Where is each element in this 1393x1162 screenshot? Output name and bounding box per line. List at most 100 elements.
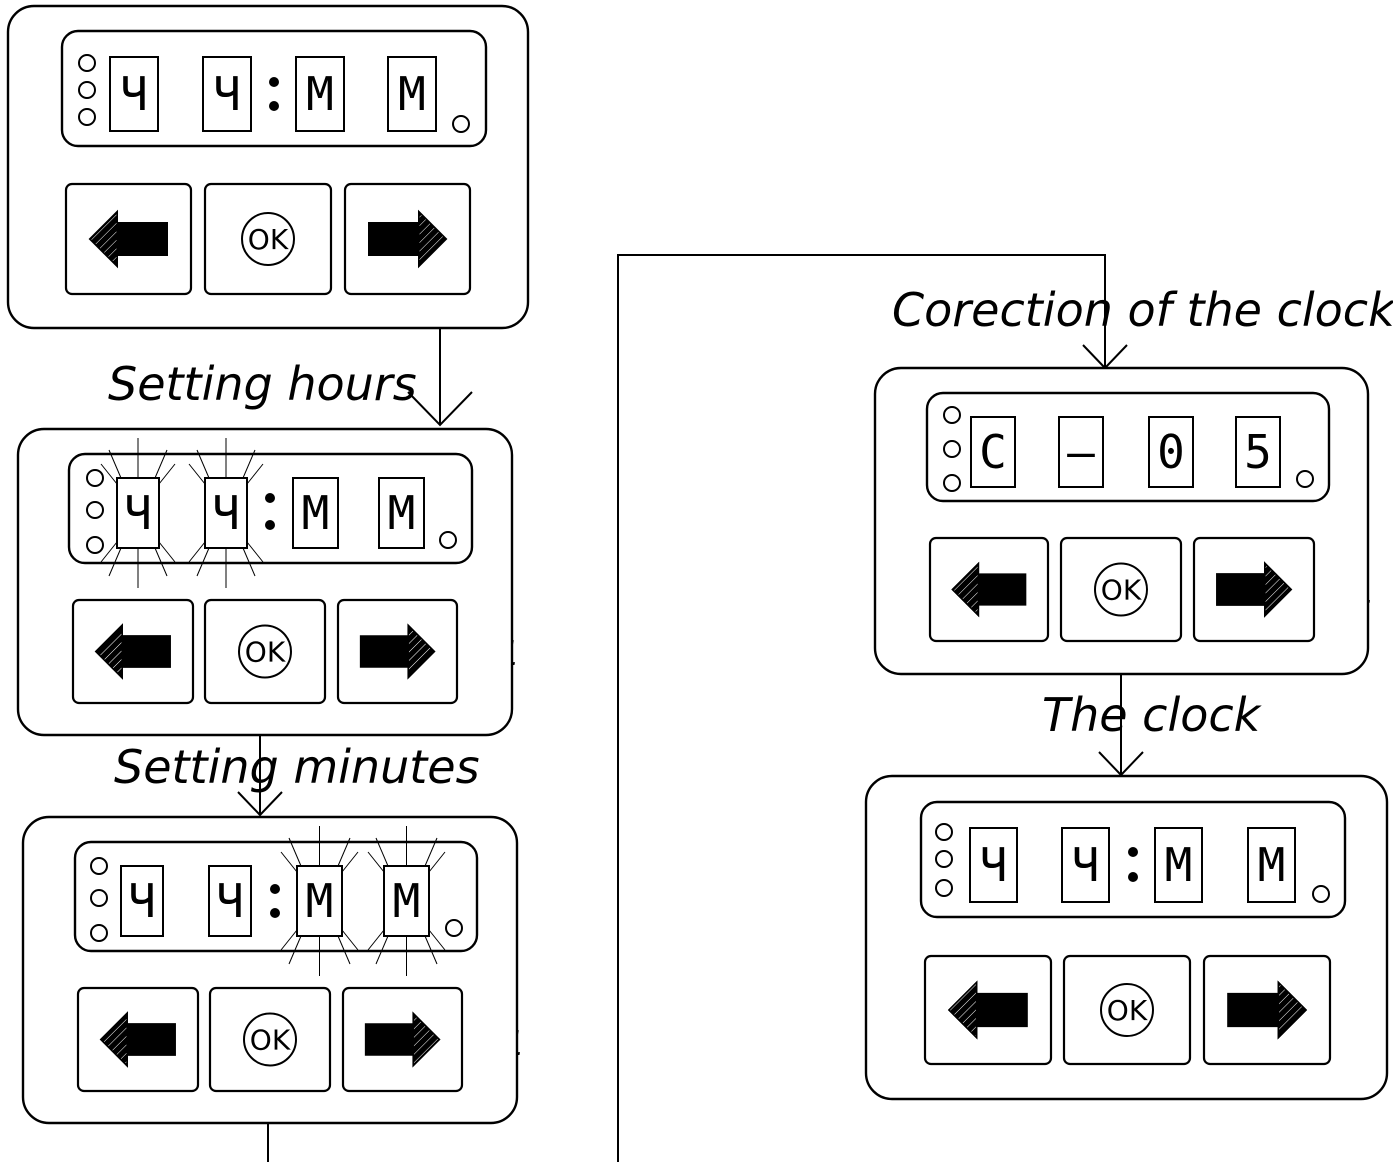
indicator-led-icon: [78, 81, 96, 99]
digit-value: M: [1258, 838, 1286, 892]
ok-circle-icon: [238, 624, 292, 679]
digit-value: Ч: [212, 486, 240, 540]
ok-label: OK: [248, 223, 289, 256]
blink-ray: [154, 449, 168, 479]
blink-ray: [337, 837, 351, 867]
indicator-led-icon: [943, 474, 961, 492]
indicator-led-icon: [943, 440, 961, 458]
plus-button[interactable]: [343, 182, 472, 296]
display-window: [67, 452, 474, 565]
ok-button[interactable]: OK: [1062, 954, 1192, 1066]
arrow-head-hatch: [1277, 980, 1308, 1040]
blink-ray: [337, 935, 351, 965]
colon-dot-icon: [270, 884, 280, 894]
arrow-head-hatch: [99, 1011, 128, 1068]
arrow-head-hatch: [407, 623, 436, 680]
digit-value: Ч: [124, 486, 152, 540]
ok-button[interactable]: OK: [203, 182, 333, 296]
ok-label: OK: [1107, 994, 1148, 1027]
digit-cell: [1235, 416, 1281, 488]
blink-ray: [375, 935, 389, 965]
digit-cell: [1061, 827, 1110, 903]
blink-ray: [196, 449, 210, 479]
digit-cell: [970, 416, 1016, 488]
colon-dot-icon: [269, 101, 279, 111]
minus-button[interactable]: [923, 954, 1053, 1066]
blink-ray: [108, 547, 122, 577]
colon-dot-icon: [265, 520, 275, 530]
blink-ray: [188, 463, 206, 485]
blink-ray: [367, 929, 385, 951]
indicator-led-icon: [86, 536, 104, 554]
ok-button[interactable]: OK: [1059, 536, 1183, 643]
blink-ray: [158, 541, 176, 563]
digit-value: M: [306, 874, 334, 928]
digit-cell: [383, 865, 430, 937]
indicator-led-icon: [86, 469, 104, 487]
blink-ray: [375, 837, 389, 867]
blink-ray: [100, 541, 118, 563]
digit-cell: [1058, 416, 1104, 488]
digit-cell: [387, 56, 437, 132]
plus-button[interactable]: [336, 598, 459, 705]
blink-ray: [428, 929, 446, 951]
caption-the-clock: The clock: [1042, 688, 1263, 742]
blink-ray: [242, 449, 256, 479]
blink-ray: [341, 851, 359, 873]
arrow-head-hatch: [951, 561, 980, 618]
digit-value: Ч: [980, 838, 1008, 892]
indicator-led-icon: [90, 889, 108, 907]
digit-value: –: [1067, 425, 1095, 479]
blink-ray: [242, 547, 256, 577]
blink-ray: [367, 851, 385, 873]
ok-circle-icon: [1094, 562, 1148, 617]
digit-value: M: [398, 67, 426, 121]
minus-button[interactable]: [64, 182, 193, 296]
blink-ray: [100, 463, 118, 485]
arrow-head-hatch: [88, 209, 118, 269]
minus-button[interactable]: [76, 986, 200, 1093]
digit-value: Ч: [128, 874, 156, 928]
digit-value: 5: [1244, 425, 1272, 479]
minus-button[interactable]: [71, 598, 195, 705]
digit-cell: [120, 865, 164, 937]
blink-ray: [280, 929, 298, 951]
arrow-head-hatch: [94, 623, 123, 680]
digit-cell: [1148, 416, 1194, 488]
ok-button[interactable]: OK: [203, 598, 327, 705]
blink-ray: [280, 851, 298, 873]
plus-button[interactable]: [1202, 954, 1332, 1066]
indicator-led-icon: [78, 54, 96, 72]
blink-ray: [188, 541, 206, 563]
digit-value: Ч: [216, 874, 244, 928]
indicator-led-icon: [935, 823, 953, 841]
blink-ray: [424, 935, 438, 965]
colon-dot-icon: [269, 77, 279, 87]
caption-setting-hours: Setting hours: [108, 357, 417, 411]
plus-button[interactable]: [1192, 536, 1316, 643]
blink-ray: [341, 929, 359, 951]
blink-ray: [154, 547, 168, 577]
digit-value: Ч: [213, 67, 241, 121]
ok-circle-icon: [243, 1012, 297, 1067]
digit-value: Ч: [1072, 838, 1100, 892]
decimal-point-icon: [445, 919, 463, 937]
digit-cell: [109, 56, 159, 132]
minus-button[interactable]: [928, 536, 1050, 643]
indicator-led-icon: [935, 879, 953, 897]
arrow-head-hatch: [412, 1011, 441, 1068]
digit-cell: [292, 477, 339, 549]
display-window: [919, 800, 1347, 919]
digit-cell: [296, 865, 343, 937]
connector-line: [617, 254, 1106, 1162]
decimal-point-icon: [439, 531, 457, 549]
ok-button[interactable]: OK: [208, 986, 332, 1093]
plus-button[interactable]: [341, 986, 464, 1093]
indicator-led-icon: [943, 406, 961, 424]
ok-label: OK: [250, 1024, 291, 1057]
digit-cell: [208, 865, 252, 937]
